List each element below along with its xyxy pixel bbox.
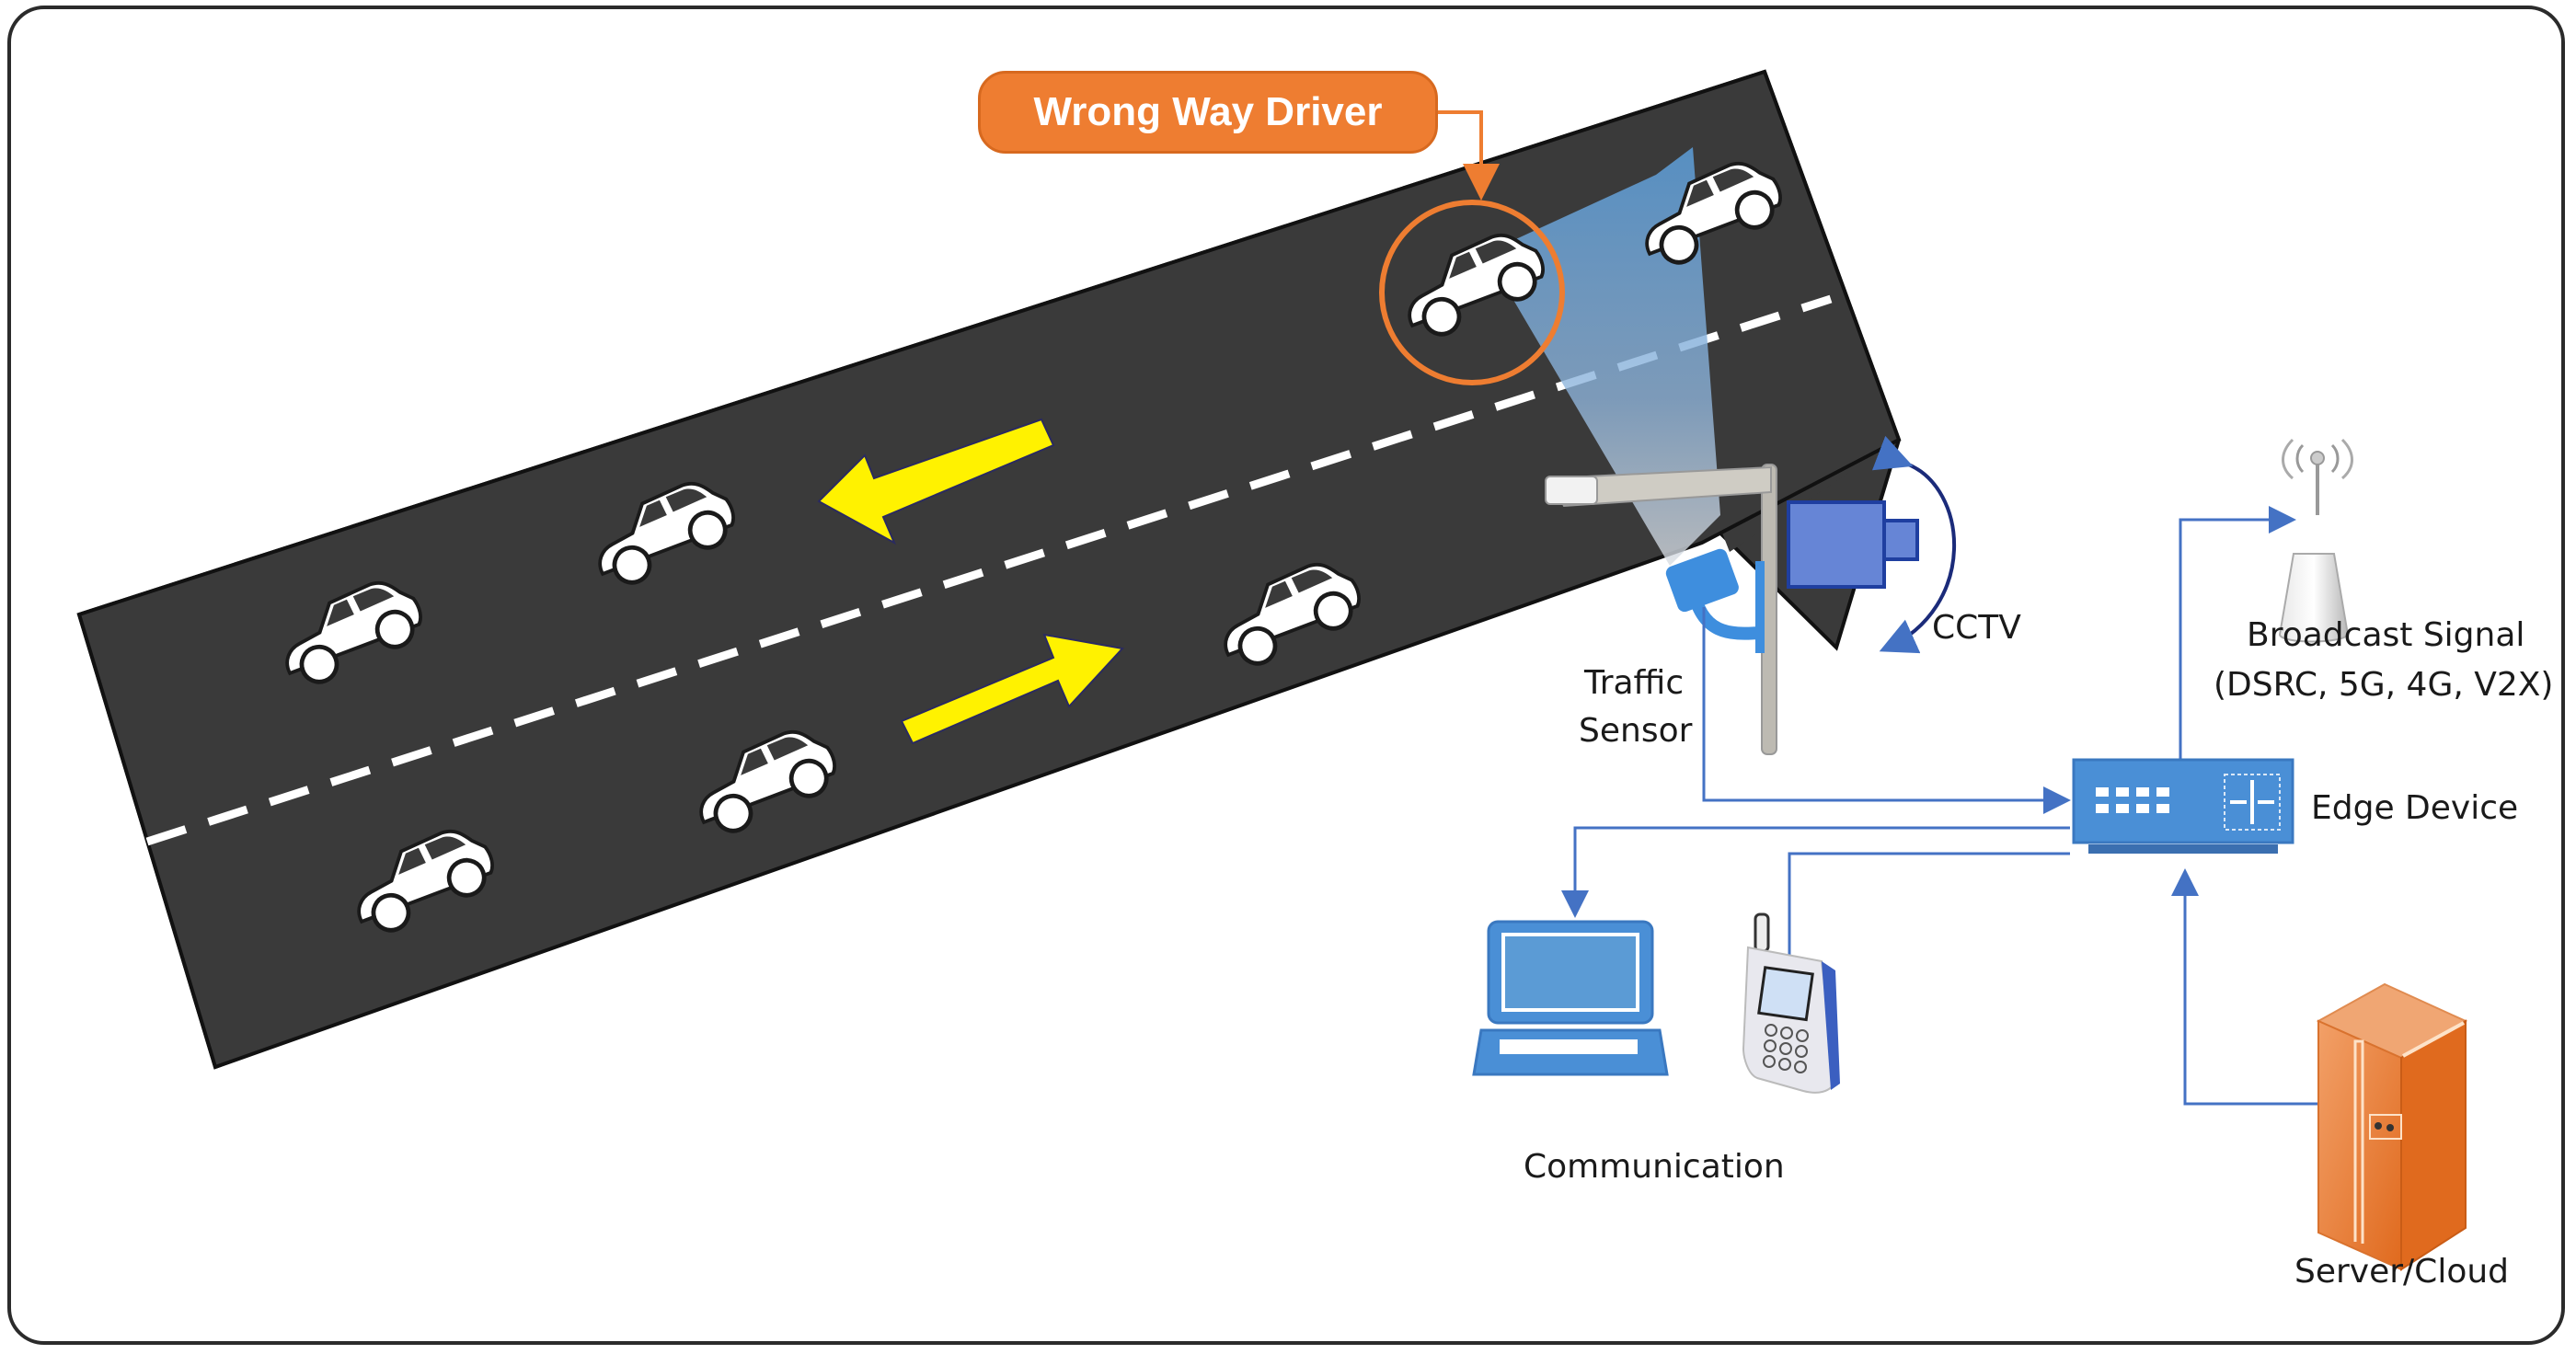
connector-edge-to-broadcast <box>2179 506 2296 763</box>
traffic-sensor-label-line1: Traffic <box>1584 664 1685 702</box>
lane-arrow-right <box>900 633 1124 745</box>
broadcast-signal-label-line1: Broadcast Signal <box>2247 616 2525 654</box>
communication-label: Communication <box>1524 1148 1785 1186</box>
wrong-way-highlight-circle <box>1379 200 1565 385</box>
broadcast-antenna-icon <box>2278 438 2353 643</box>
connector-edge-to-laptop <box>1561 826 2070 918</box>
server-cloud-label: Server/Cloud <box>2294 1253 2510 1291</box>
edge-device-icon[interactable] <box>2072 758 2294 854</box>
broadcast-signal-label-line2: (DSRC, 5G, 4G, V2X) <box>2214 666 2554 704</box>
edge-device-label: Edge Device <box>2311 789 2519 827</box>
laptop-icon[interactable] <box>1472 920 1669 1076</box>
street-light-pole <box>1545 464 1777 755</box>
lane-divider <box>145 294 1833 846</box>
traffic-sensor-label-line2: Sensor <box>1579 712 1693 750</box>
cctv-camera-icon <box>1787 500 1919 589</box>
traffic-sensor-icon <box>1665 548 1765 653</box>
callout-connector <box>1438 110 1500 201</box>
lane-arrow-left <box>817 418 1055 545</box>
street-light-lamp <box>1545 476 1598 505</box>
connector-edge-to-phone <box>1776 852 2070 994</box>
wrong-way-driver-callout: Wrong Way Driver <box>978 71 1438 154</box>
cctv-rotation-arrow <box>1871 435 1956 654</box>
connector-server-to-edge <box>2171 868 2355 1106</box>
connector-sensor-to-edge <box>1702 607 2071 814</box>
cctv-label: CCTV <box>1932 609 2021 647</box>
server-cloud-icon[interactable] <box>2316 982 2468 1271</box>
mobile-phone-icon[interactable] <box>1742 912 1840 1094</box>
